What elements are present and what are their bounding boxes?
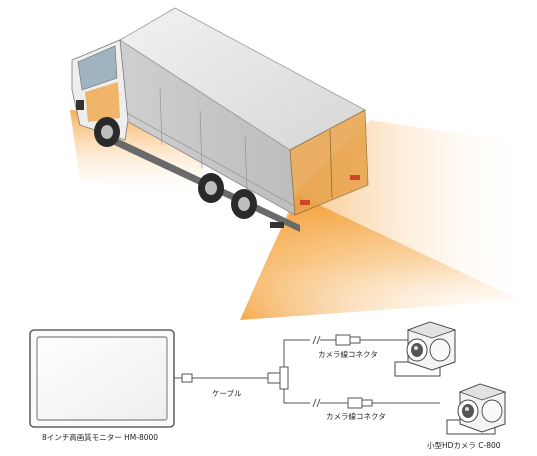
- monitor-screen: [36, 336, 168, 421]
- camera-c800: 小型HDカメラ C-800: [427, 383, 507, 450]
- connector-top-label: カメラ線コネクタ: [318, 349, 378, 359]
- connector-top-plug: [335, 334, 351, 346]
- cable-harness: [174, 334, 440, 409]
- connector-bottom-plug: [347, 397, 363, 409]
- connector-bottom-label: カメラ線コネクタ: [326, 411, 386, 421]
- monitor-hm8000: 8インチ高画質モニター HM-8000: [29, 329, 175, 442]
- cargo-box-rear: [289, 109, 369, 216]
- cable-splitter: [279, 366, 289, 390]
- rear-camera-mount: [270, 222, 284, 228]
- camera-top: [394, 321, 457, 377]
- monitor-label: 8インチ高画質モニター HM-8000: [42, 432, 158, 442]
- truck-wheels: [94, 117, 257, 219]
- camera-label: 小型HDカメラ C-800: [427, 441, 501, 450]
- cable-label: ケーブル: [212, 388, 242, 398]
- truck-illustration: [70, 7, 535, 320]
